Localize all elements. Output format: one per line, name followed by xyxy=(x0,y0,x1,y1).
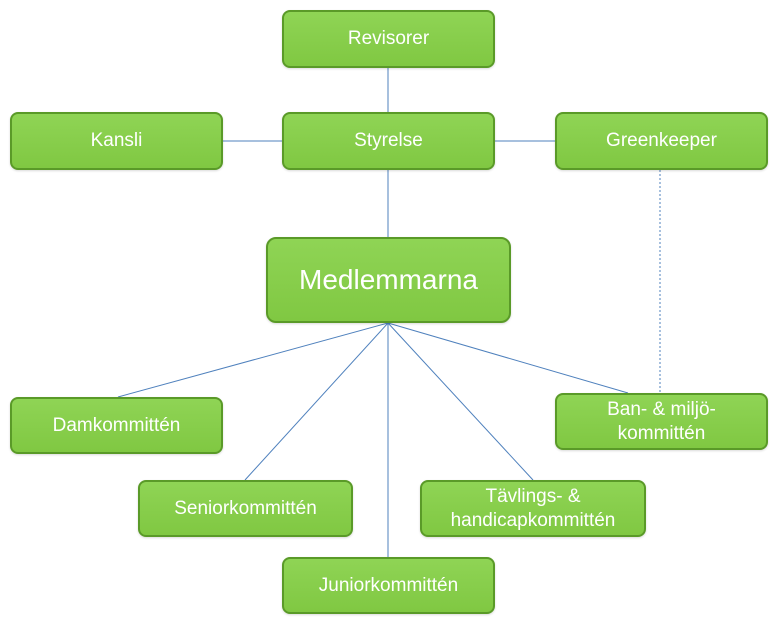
node-medlemmarna: Medlemmarna xyxy=(266,237,511,323)
node-ban-miljokommitten: Ban- & miljö- kommittén xyxy=(555,393,768,450)
node-styrelse: Styrelse xyxy=(282,112,495,170)
line-medlemmarna-tavlings xyxy=(387,322,534,481)
line-medlemmarna-banmiljo xyxy=(387,322,629,394)
node-greenkeeper: Greenkeeper xyxy=(555,112,768,170)
node-juniorkommitten: Juniorkommittén xyxy=(282,557,495,614)
node-revisorer-label: Revisorer xyxy=(347,28,430,49)
node-revisorer: Revisorer xyxy=(282,10,495,68)
line-medlemmarna-damkommitten xyxy=(117,322,389,398)
node-medlemmarna-label: Medlemmarna xyxy=(299,264,478,295)
node-seniorkommitten: Seniorkommittén xyxy=(138,480,353,537)
node-kansli: Kansli xyxy=(10,112,223,170)
node-damkommitten-label: Damkommittén xyxy=(52,414,181,436)
node-greenkeeper-label: Greenkeeper xyxy=(606,130,717,151)
node-damkommitten: Damkommittén xyxy=(10,397,223,454)
node-kansli-label: Kansli xyxy=(90,130,143,151)
line-medlemmarna-seniorkommitten xyxy=(244,322,389,481)
node-ban-miljokommitten-label: Ban- & miljö- kommittén xyxy=(607,398,716,444)
node-tavlings-handicapkommitten-label: Tävlings- & handicapkommittén xyxy=(450,485,616,531)
node-tavlings-handicapkommitten: Tävlings- & handicapkommittén xyxy=(420,480,646,537)
node-styrelse-label: Styrelse xyxy=(354,130,423,151)
node-seniorkommitten-label: Seniorkommittén xyxy=(174,497,317,519)
node-juniorkommitten-label: Juniorkommittén xyxy=(318,574,459,596)
